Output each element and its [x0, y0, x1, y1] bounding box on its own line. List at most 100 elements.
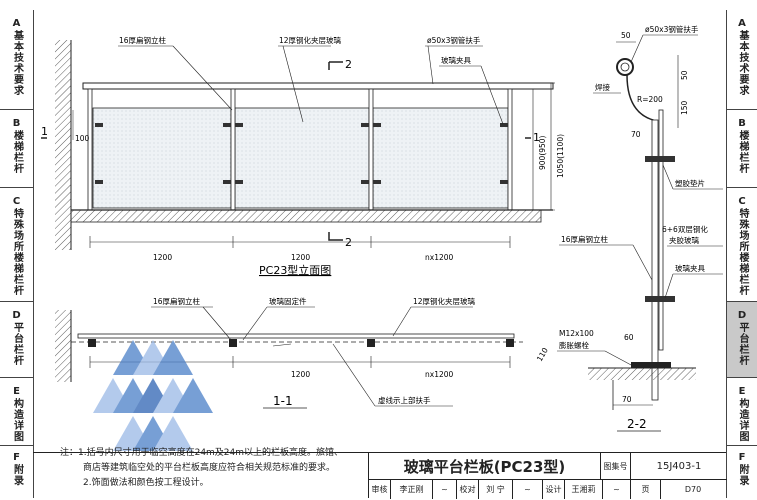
note-line-3: 2.饰面做法和颜色按工程设计。 — [83, 478, 209, 488]
clamp — [95, 123, 103, 127]
plan-wall — [55, 310, 71, 382]
dim-900: 900(950) — [538, 135, 547, 170]
glass-panel — [372, 107, 509, 209]
elevation-caption: PC23型立面图 — [259, 263, 331, 277]
sec-dim-60: 60 — [624, 333, 634, 342]
tab-code: A — [738, 18, 746, 29]
reviewer-signature: ~ — [433, 480, 457, 499]
atlas-label: 图集号 — [601, 453, 631, 480]
signature-row: 审核 李正刚 ~ 校对 刘 宁 ~ 设计 王湘莉 ~ 页 D70 — [369, 480, 725, 499]
sec-dim-70: 70 — [631, 130, 641, 139]
title-block: 玻璃平台栏板(PC23型) 图集号 15J403-1 审核 李正刚 ~ 校对 刘… — [368, 452, 727, 499]
plan-caption: 1-1 — [273, 394, 293, 408]
section-base-plate — [631, 362, 671, 368]
check-label: 校对 — [457, 480, 479, 499]
drawing-area: 2 2 1 1 16厚扁钢立柱 12厚钢化夹层玻璃 ø50x3钢管扶手 玻璃夹具… — [41, 24, 723, 451]
design-label: 设计 — [543, 480, 565, 499]
clamp — [500, 180, 508, 184]
designer-name: 王湘莉 — [565, 480, 603, 499]
clamp — [235, 123, 243, 127]
sec-caption: 2-2 — [627, 417, 647, 431]
clamp — [95, 180, 103, 184]
sec-dim-150: 150 — [680, 100, 689, 115]
tab-code: D — [737, 310, 747, 321]
sec-label-bolt-a: M12x100 — [559, 329, 594, 338]
tab-code: A — [12, 18, 21, 29]
tab-title: 附录 — [11, 464, 23, 486]
section-view: 50 ø50x3钢管扶手 焊接 R=200 50 150 70 塑胶垫片 16厚… — [557, 24, 723, 432]
dim-nx1200: nx1200 — [425, 253, 454, 262]
label-clamp: 玻璃夹具 — [441, 55, 471, 65]
plan-post — [229, 339, 237, 347]
sec-label-radius: R=200 — [637, 95, 663, 104]
tab-title: 构造详图 — [737, 398, 748, 442]
clamp — [373, 123, 381, 127]
bottom-rule — [33, 452, 368, 453]
plan-dim-1200: 1200 — [291, 370, 310, 379]
reviewer-name: 李正刚 — [391, 480, 433, 499]
plan-label-fixing: 玻璃固定件 — [269, 296, 307, 306]
signature-mark: ~ — [441, 485, 448, 494]
glass-panel — [92, 107, 232, 209]
sec-label-bolt-b: 膨胀螺栓 — [559, 340, 589, 350]
sec-label-post: 16厚扁钢立柱 — [561, 234, 609, 244]
clamp — [361, 123, 369, 127]
post — [87, 88, 93, 211]
left-wall — [55, 40, 71, 250]
section-bent-bar — [626, 74, 654, 400]
plan-post — [506, 339, 514, 347]
tab-code: C — [12, 196, 21, 207]
plan-label-post: 16厚扁钢立柱 — [153, 296, 201, 306]
tab-code: D — [12, 310, 21, 321]
tab-title: 特殊场所楼梯栏杆 — [11, 208, 23, 296]
plan-glass — [77, 333, 515, 339]
tab-title: 构造详图 — [11, 398, 23, 442]
tab-code: B — [12, 118, 21, 129]
tab-title: 附录 — [737, 464, 748, 486]
tab-title: 楼梯栏杆 — [737, 130, 748, 174]
sec-dim-50: 50 — [621, 31, 631, 40]
section-glass — [658, 109, 664, 351]
sec-dim-70b: 70 — [622, 395, 632, 404]
sec-label-weld: 焊接 — [595, 82, 610, 92]
tab-code: C — [738, 196, 746, 207]
clamp — [223, 123, 231, 127]
drawing-title: 玻璃平台栏板(PC23型) — [369, 453, 601, 480]
post — [230, 88, 236, 211]
note-line-2: 商店等建筑临空处的平台栏板高度应符合相关规范标准的要求。 — [83, 463, 336, 473]
tab-title: 特殊场所楼梯栏杆 — [737, 208, 748, 296]
plan-post — [88, 339, 96, 347]
tab-code: B — [738, 118, 746, 129]
tab-title: 楼梯栏杆 — [11, 130, 23, 174]
tab-code: F — [738, 452, 746, 463]
section-slab — [588, 368, 696, 380]
plan-dim-nx1200: nx1200 — [425, 370, 454, 379]
page-number: D70 — [684, 485, 702, 494]
clamp — [223, 180, 231, 184]
sec-label-pad: 塑胶垫片 — [675, 178, 705, 188]
sec-label-glass-a: 6+6双层钢化 — [662, 224, 708, 234]
dim-1200-b: 1200 — [291, 253, 310, 262]
post — [507, 88, 513, 211]
sec-label-clamp: 玻璃夹具 — [675, 263, 705, 273]
clamp — [235, 180, 243, 184]
plan-view: 16厚扁钢立柱 玻璃固定件 12厚钢化夹层玻璃 110 1200 nx1200 … — [55, 296, 550, 409]
post — [368, 88, 374, 211]
tab-code: F — [13, 452, 20, 463]
sec-label-glass-b: 夹胶玻璃 — [669, 235, 699, 245]
tab-code: E — [13, 386, 20, 397]
